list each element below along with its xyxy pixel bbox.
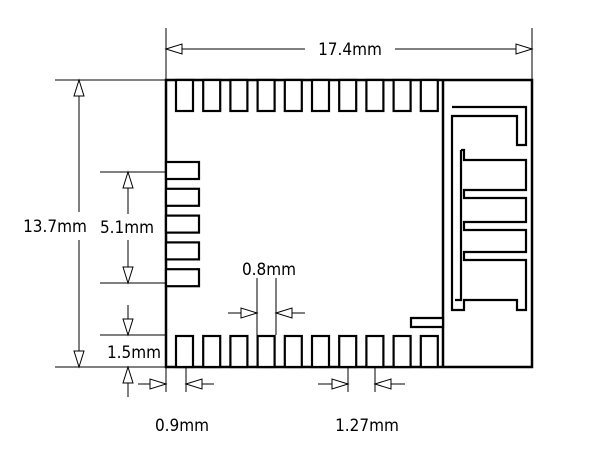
width-label: 17.4mm xyxy=(318,40,382,60)
top-pad xyxy=(392,78,412,113)
top-pad xyxy=(174,78,195,113)
left-pad xyxy=(164,187,201,207)
meander-antenna xyxy=(409,105,528,329)
pad-width-dimension: 0.8mm xyxy=(228,260,305,319)
top-pad xyxy=(202,78,222,113)
bottom-pad-row xyxy=(174,334,439,369)
bottom-pad xyxy=(365,334,385,369)
top-pad-row xyxy=(174,78,439,113)
top-pad xyxy=(419,78,439,113)
height-label: 13.7mm xyxy=(23,217,87,237)
left-pad-column xyxy=(164,160,201,288)
pad-height-dimension: 1.5mm xyxy=(107,305,161,397)
pad-height-label: 1.5mm xyxy=(107,343,161,363)
side-pad-span-dimension: 5.1mm xyxy=(100,170,154,285)
left-pad xyxy=(164,214,201,234)
bottom-pad xyxy=(310,334,331,369)
left-pad xyxy=(164,160,201,181)
top-pad xyxy=(256,78,276,113)
left-pad xyxy=(164,268,201,288)
pad-pitch-label: 1.27mm xyxy=(335,416,399,436)
bottom-pad xyxy=(174,334,195,369)
extension-lines xyxy=(55,28,533,392)
antenna-trace xyxy=(450,105,528,312)
top-pad xyxy=(310,78,331,113)
width-dimension: 17.4mm xyxy=(164,40,534,60)
edge-offset-dimension: 0.9mm xyxy=(138,378,214,436)
pad-pitch-dimension: 1.27mm xyxy=(318,378,405,436)
bottom-pad xyxy=(229,334,249,369)
bottom-pad xyxy=(419,334,439,369)
top-pad xyxy=(338,78,358,113)
pad-width-label: 0.8mm xyxy=(242,260,296,280)
top-pad xyxy=(229,78,249,113)
bottom-pad xyxy=(202,334,222,369)
edge-offset-label: 0.9mm xyxy=(155,416,209,436)
top-pad xyxy=(283,78,303,113)
left-pad xyxy=(164,241,201,261)
bottom-pad xyxy=(283,334,303,369)
top-pad xyxy=(365,78,385,113)
bottom-pad xyxy=(338,334,358,369)
bottom-pad xyxy=(256,334,276,369)
side-pad-span-label: 5.1mm xyxy=(100,218,154,238)
bottom-pad xyxy=(392,334,412,369)
height-dimension: 13.7mm xyxy=(23,78,87,369)
module-outline xyxy=(164,78,534,369)
